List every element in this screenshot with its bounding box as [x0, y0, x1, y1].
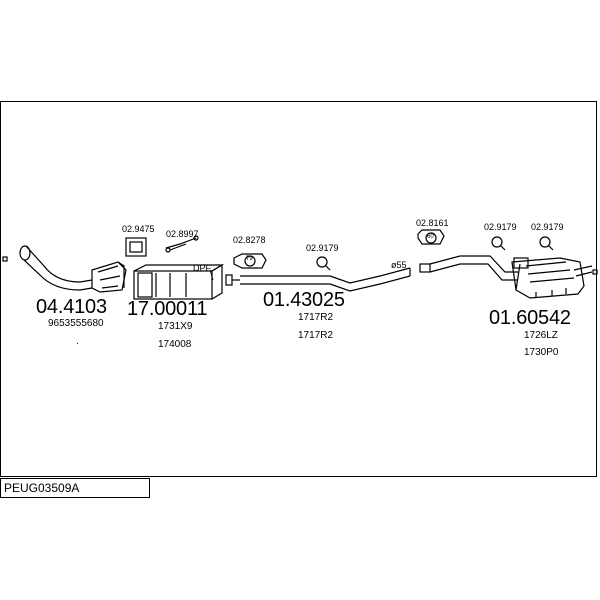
- part-ref-silencer-2: 1730P0: [524, 347, 559, 358]
- fitting-hanger-9179-c: [539, 236, 554, 251]
- fitting-label-8278: 02.8278: [233, 235, 266, 245]
- fitting-label-9179-a: 02.9179: [306, 243, 339, 253]
- fitting-bolt-8997: [165, 235, 199, 253]
- fitting-label-8161: 02.8161: [416, 218, 449, 228]
- middle-pipe: [240, 267, 411, 292]
- part-ref-middle-pipe-2: 1717R2: [298, 330, 334, 341]
- frame-tick-left: [2, 256, 8, 262]
- diameter-annotation: ø55: [391, 260, 407, 270]
- part-ref-dpf-1: 1731X9: [158, 321, 193, 332]
- part-number-dpf: 17.00011: [127, 298, 208, 320]
- rear-pipe-silencer: [419, 255, 593, 299]
- fitting-gasket-8161: [417, 229, 445, 245]
- annotation-dot: .: [76, 336, 79, 347]
- diagram-code: PEUG03509A: [0, 478, 150, 498]
- part-ref-middle-pipe-1: 1717R2: [298, 312, 334, 323]
- fitting-gasket-8278: [233, 253, 267, 269]
- part-number-middle-pipe: 01.43025: [263, 289, 345, 311]
- frame-tick-right: [592, 269, 598, 275]
- diagram-frame: [0, 101, 597, 477]
- fitting-hanger-9179-b: [491, 236, 506, 251]
- part-ref-dpf-2: 174008: [158, 339, 192, 350]
- gasket-8161-size: 60: [427, 234, 434, 240]
- fitting-label-9179-b: 02.9179: [484, 222, 517, 232]
- fitting-label-9179-c: 02.9179: [531, 222, 564, 232]
- part-ref-front-pipe: 9653555680: [48, 318, 104, 329]
- gasket-8278-size: 79: [246, 256, 253, 262]
- fitting-hanger-9179-a: [316, 256, 331, 271]
- front-pipe-catalyst: [19, 245, 127, 293]
- dpf-annotation: DPF: [193, 263, 211, 273]
- part-number-silencer: 01.60542: [489, 307, 571, 329]
- fitting-label-8997: 02.8997: [166, 229, 199, 239]
- part-ref-silencer-1: 1726LZ: [524, 330, 558, 341]
- fitting-flange-9475: [125, 237, 147, 257]
- part-number-front-pipe: 04.4103: [36, 296, 107, 318]
- dpf-unit: [133, 263, 225, 300]
- clamp-connector: [225, 274, 240, 286]
- fitting-label-9475: 02.9475: [122, 224, 155, 234]
